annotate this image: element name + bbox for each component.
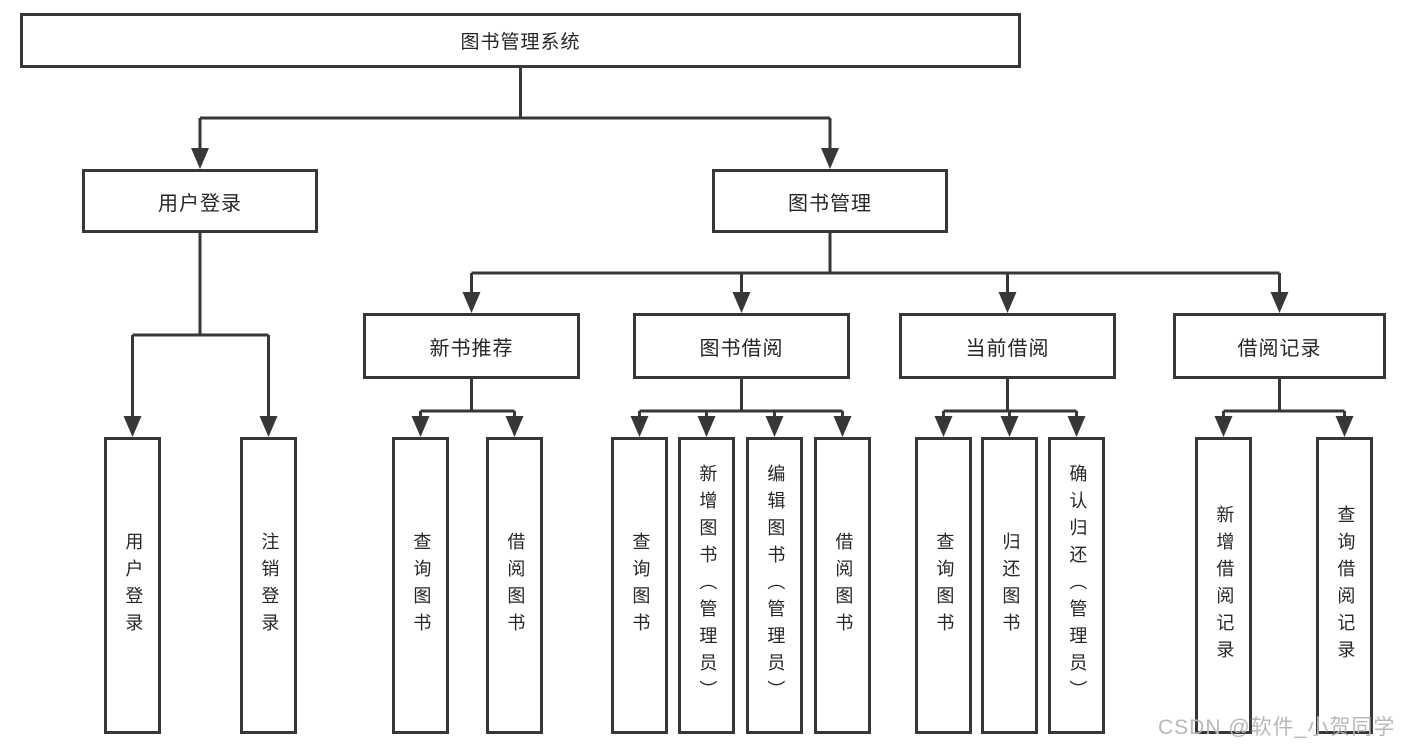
leaf-borrow-books-recommend: 借阅图书 (486, 437, 543, 734)
node-borrow-records: 借阅记录 (1173, 313, 1386, 379)
connector-borrow-to-leaves (638, 379, 844, 419)
leaf-label: 新增图书（管理员） (697, 464, 718, 707)
arrow-down-icon (998, 292, 1017, 313)
leaf-label: 借阅图书 (505, 531, 526, 640)
leaf-query-books-current: 查询图书 (915, 437, 972, 734)
node-current-borrow: 当前借阅 (899, 313, 1116, 379)
leaf-label: 查询借阅记录 (1335, 504, 1356, 667)
leaf-add-borrow-record: 新增借阅记录 (1195, 437, 1252, 734)
connector-root-to-level2 (198, 68, 832, 151)
leaf-borrow-books: 借阅图书 (814, 437, 871, 734)
node-book-borrow: 图书借阅 (633, 313, 850, 379)
connector-mgmt-to-level3 (470, 233, 1281, 294)
node-new-book-recommend: 新书推荐 (363, 313, 580, 379)
leaf-return-books: 归还图书 (981, 437, 1038, 734)
leaf-query-borrow-record: 查询借阅记录 (1316, 437, 1373, 734)
arrow-down-icon (505, 416, 524, 437)
leaf-label: 查询图书 (934, 531, 955, 640)
arrow-down-icon (765, 416, 784, 437)
leaf-query-books-borrow: 查询图书 (611, 437, 668, 734)
leaf-edit-books-admin: 编辑图书（管理员） (746, 437, 803, 734)
arrow-down-icon (1335, 416, 1354, 437)
leaf-label: 查询图书 (411, 531, 432, 640)
leaf-user-login: 用户登录 (104, 437, 161, 734)
csdn-watermark: CSDN @软件_小贺同学 (1158, 716, 1396, 739)
leaf-confirm-return-admin: 确认归还（管理员） (1048, 437, 1105, 734)
leaf-label: 新增借阅记录 (1214, 504, 1235, 667)
arrow-down-icon (630, 416, 649, 437)
leaf-add-books-admin: 新增图书（管理员） (678, 437, 735, 734)
leaf-label: 归还图书 (1000, 531, 1021, 640)
arrow-down-icon (934, 416, 953, 437)
arrow-down-icon (191, 148, 209, 169)
arrow-down-icon (1067, 416, 1086, 437)
arrow-down-icon (462, 292, 481, 313)
leaf-label: 借阅图书 (833, 531, 854, 640)
leaf-label: 注销登录 (259, 531, 280, 640)
arrow-down-icon (1000, 416, 1019, 437)
arrow-down-icon (123, 416, 142, 437)
node-book-management: 图书管理 (712, 169, 948, 233)
leaf-logout: 注销登录 (240, 437, 297, 734)
arrow-down-icon (1214, 416, 1233, 437)
leaf-label: 用户登录 (123, 531, 144, 640)
connector-current-to-leaves (942, 379, 1078, 419)
arrow-down-icon (732, 292, 751, 313)
arrow-down-icon (833, 416, 852, 437)
leaf-label: 查询图书 (630, 531, 651, 640)
leaf-query-books-recommend: 查询图书 (392, 437, 449, 734)
node-user-login: 用户登录 (82, 169, 318, 233)
connector-recommend-to-leaves (419, 379, 516, 419)
arrow-down-icon (1270, 292, 1289, 313)
node-system-root: 图书管理系统 (20, 13, 1021, 68)
arrow-down-icon (821, 148, 839, 169)
leaf-label: 确认归还（管理员） (1067, 464, 1088, 707)
connector-records-to-leaves (1222, 379, 1346, 419)
arrow-down-icon (697, 416, 716, 437)
arrow-down-icon (259, 416, 278, 437)
leaf-label: 编辑图书（管理员） (765, 464, 786, 707)
connector-login-to-leaves (131, 233, 270, 418)
arrow-down-icon (411, 416, 430, 437)
